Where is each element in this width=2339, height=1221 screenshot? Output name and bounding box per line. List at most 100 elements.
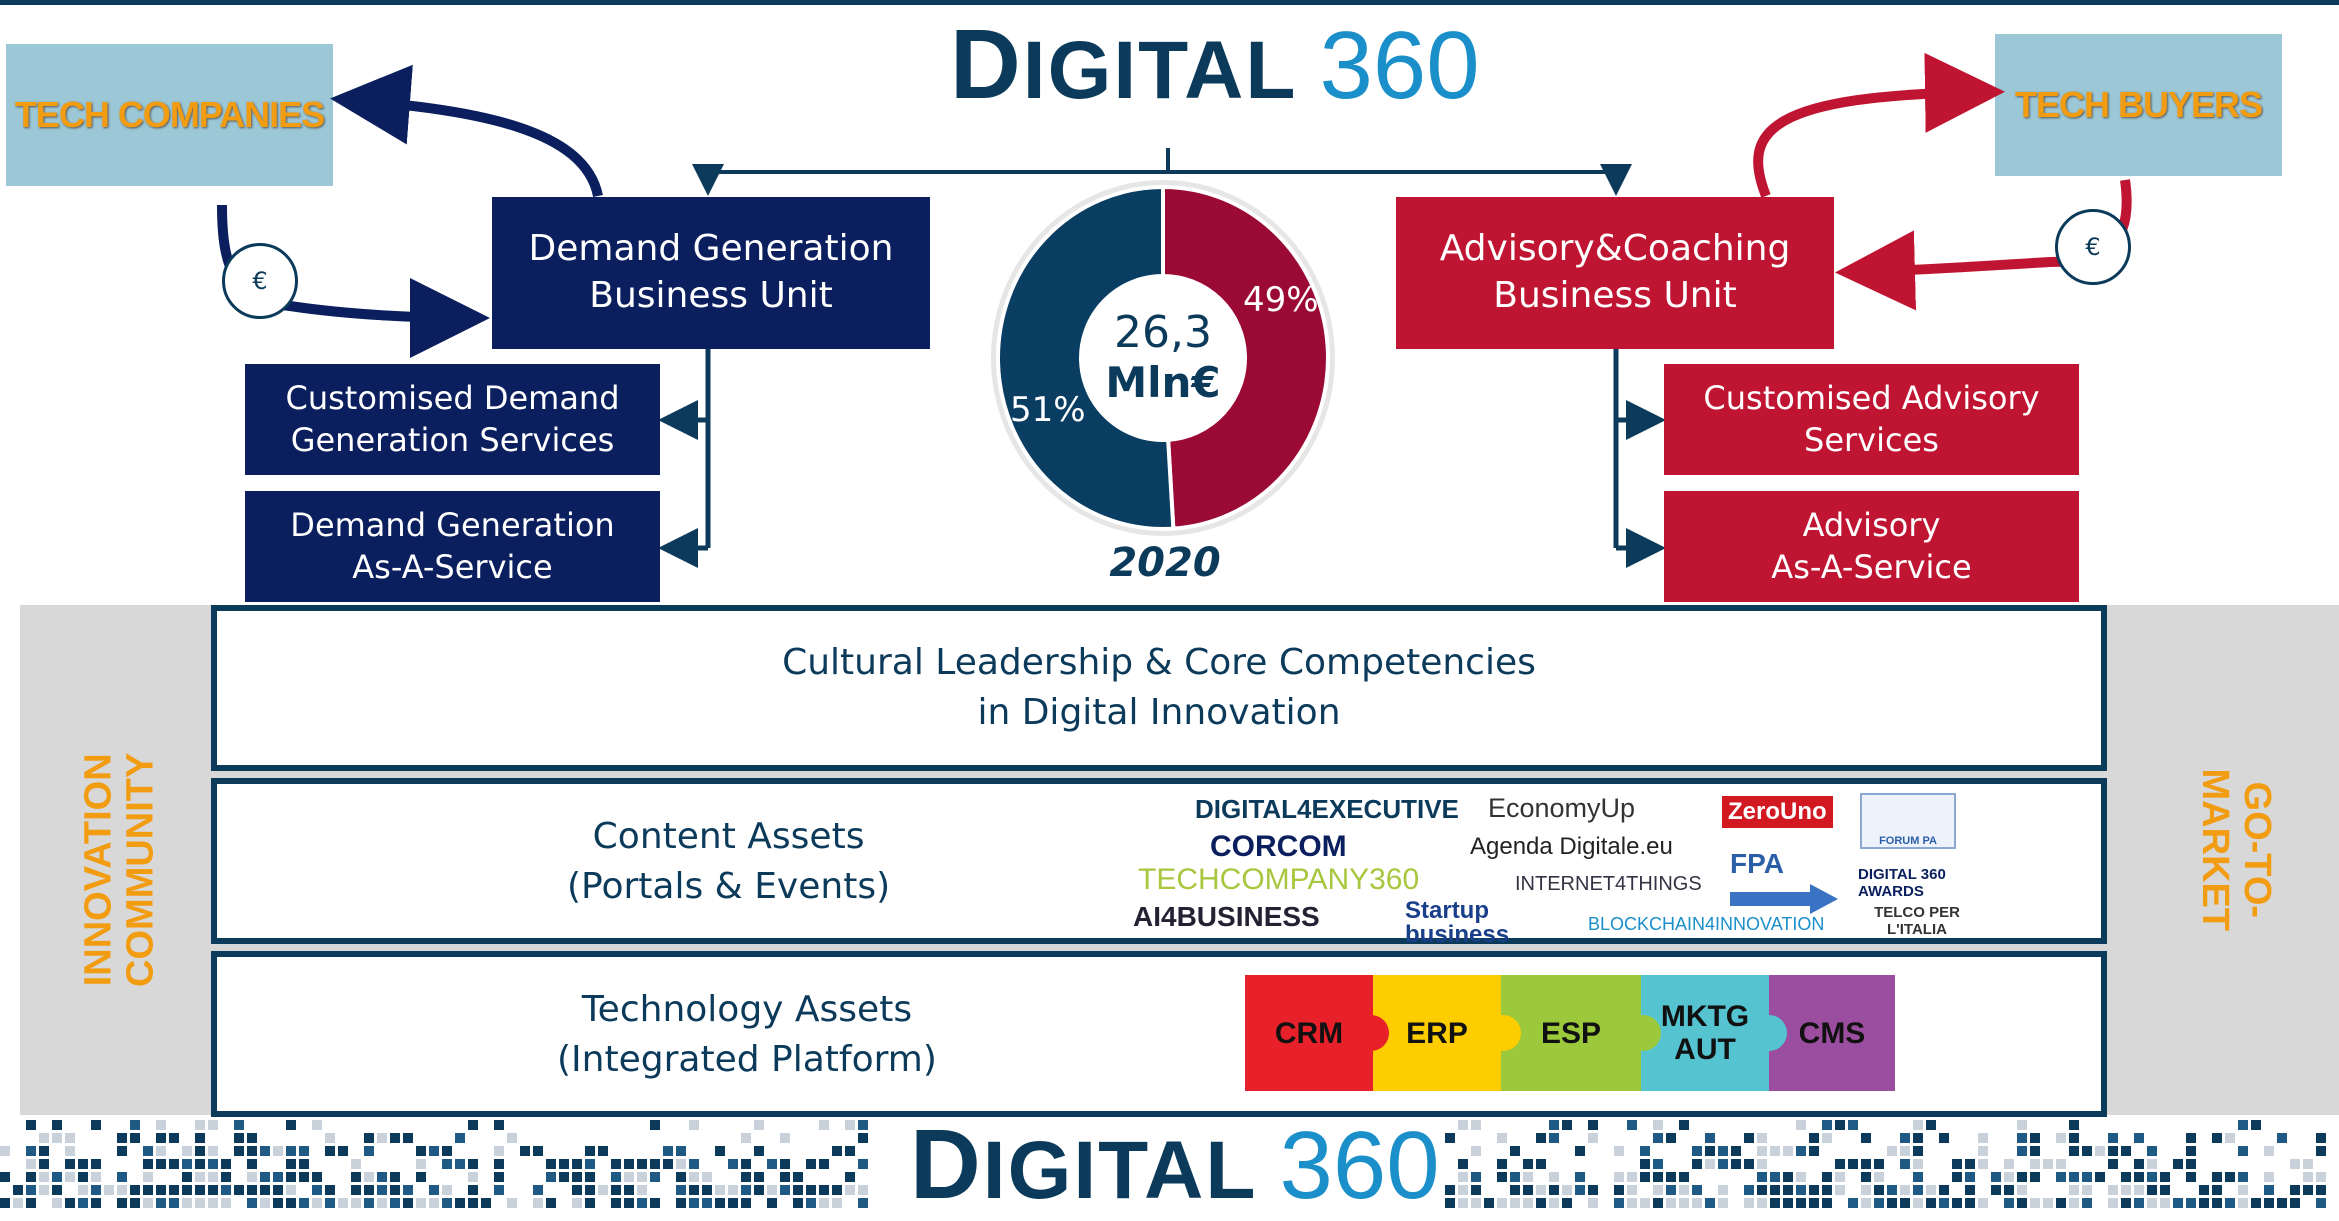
pixel-tile (1874, 1172, 1884, 1182)
pixel-tile (2251, 1120, 2261, 1130)
pixel-tile (143, 1159, 153, 1169)
pixel-tile (858, 1159, 868, 1169)
pixel-tile (754, 1172, 764, 1182)
pixel-tile (208, 1198, 218, 1208)
pixel-tile (13, 1198, 23, 1208)
pixel-tile (793, 1198, 803, 1208)
pixel-tile (1666, 1172, 1676, 1182)
pixel-tile (1549, 1120, 1559, 1130)
pixel-tile (1705, 1159, 1715, 1169)
pixel-tile (1926, 1120, 1936, 1130)
pixel-tile (91, 1159, 101, 1169)
pixel-tile (39, 1133, 49, 1143)
pixel-tile (273, 1172, 283, 1182)
pixel-tile (260, 1172, 270, 1182)
pixel-tile (1744, 1198, 1754, 1208)
pixel-tile (1536, 1185, 1546, 1195)
pixel-tile (2056, 1133, 2066, 1143)
digital360-logo: DIGITAL 360 (950, 8, 1480, 119)
pixel-tile (416, 1198, 426, 1208)
pixel-tile (2238, 1146, 2248, 1156)
pixel-tile (741, 1198, 751, 1208)
pixel-tile (2017, 1185, 2027, 1195)
pixel-tile (156, 1198, 166, 1208)
pixel-tile (1679, 1172, 1689, 1182)
pixel-tile (1822, 1185, 1832, 1195)
pixel-tile (247, 1146, 257, 1156)
pixel-tile (117, 1185, 127, 1195)
pixel-tile (2160, 1185, 2170, 1195)
pixel-tile (819, 1159, 829, 1169)
pixel-tile (390, 1133, 400, 1143)
pixel-tile (169, 1198, 179, 1208)
pixel-tile (2134, 1172, 2144, 1182)
pixel-tile (2030, 1159, 2040, 1169)
pixel-tile (845, 1146, 855, 1156)
mktg-aut-module: MKTG AUT (1641, 975, 1769, 1091)
revenue-unit: Mln€ (1105, 358, 1221, 407)
pixel-tile (260, 1146, 270, 1156)
pixel-tile (2316, 1133, 2326, 1143)
pixel-tile (1770, 1198, 1780, 1208)
pixel-tile (325, 1133, 335, 1143)
pixel-tile (585, 1172, 595, 1182)
revenue-value: 26,3 (1114, 307, 1212, 358)
go-to-market-label: GO-TO-MARKET (2194, 768, 2278, 932)
pixel-tile (0, 1198, 10, 1208)
innovation-community-wrapper: INNOVATION COMMUNITY (40, 740, 200, 1000)
pixel-tile (26, 1198, 36, 1208)
pixel-tile (39, 1185, 49, 1195)
pixel-tile (1965, 1159, 1975, 1169)
startup-business-logo: Startup business (1405, 897, 1510, 948)
pixel-tile (1575, 1172, 1585, 1182)
fpa-logo: FPA (1730, 848, 1840, 914)
pixel-tile (2212, 1198, 2222, 1208)
pixel-tile (598, 1185, 608, 1195)
pixel-tile (1705, 1198, 1715, 1208)
arrow-to-tech-buyers (1753, 52, 2005, 198)
pixel-tile (286, 1146, 296, 1156)
pixel-tile (221, 1159, 231, 1169)
pixel-tile (2017, 1133, 2027, 1143)
pixel-tile (312, 1120, 322, 1130)
pixel-tile (481, 1198, 491, 1208)
pixel-tile (845, 1120, 855, 1130)
pixel-tile (1549, 1172, 1559, 1182)
pixel-tile (1796, 1198, 1806, 1208)
pixel-tile (715, 1185, 725, 1195)
pixel-tile (572, 1172, 582, 1182)
pixel-tile (26, 1185, 36, 1195)
pixel-tile (2147, 1172, 2157, 1182)
pixel-tile (299, 1159, 309, 1169)
demand-generation-unit: Demand Generation Business Unit (492, 197, 930, 349)
pixel-tile (338, 1146, 348, 1156)
pixel-tile (65, 1159, 75, 1169)
pixel-tile (1783, 1198, 1793, 1208)
pixel-tile (1874, 1159, 1884, 1169)
pixel-tile (1822, 1133, 1832, 1143)
pixel-tile (247, 1159, 257, 1169)
pixel-tile (1653, 1133, 1663, 1143)
pixel-tile (1783, 1146, 1793, 1156)
pixel-tile (780, 1172, 790, 1182)
pixel-tile (1523, 1198, 1533, 1208)
pixel-tile (2108, 1159, 2118, 1169)
pixel-tile (1627, 1185, 1637, 1195)
pixel-tile (2225, 1133, 2235, 1143)
pixel-tile (1822, 1120, 1832, 1130)
pixel-tile (1757, 1185, 1767, 1195)
pixel-tile (741, 1159, 751, 1169)
pixel-tile (1913, 1146, 1923, 1156)
pixel-tile (1939, 1198, 1949, 1208)
pixel-tile (819, 1198, 829, 1208)
pixel-tile (1809, 1146, 1819, 1156)
pixel-tile (2030, 1172, 2040, 1182)
pixel-tile (2147, 1198, 2157, 1208)
pixel-tile (637, 1185, 647, 1195)
donut-center-label: 26,3 Mln€ (1088, 282, 1238, 432)
pixel-tile (1913, 1185, 1923, 1195)
pixel-tile (1588, 1185, 1598, 1195)
pixel-tile (286, 1198, 296, 1208)
pixel-tile (1874, 1198, 1884, 1208)
pixel-tile (325, 1185, 335, 1195)
